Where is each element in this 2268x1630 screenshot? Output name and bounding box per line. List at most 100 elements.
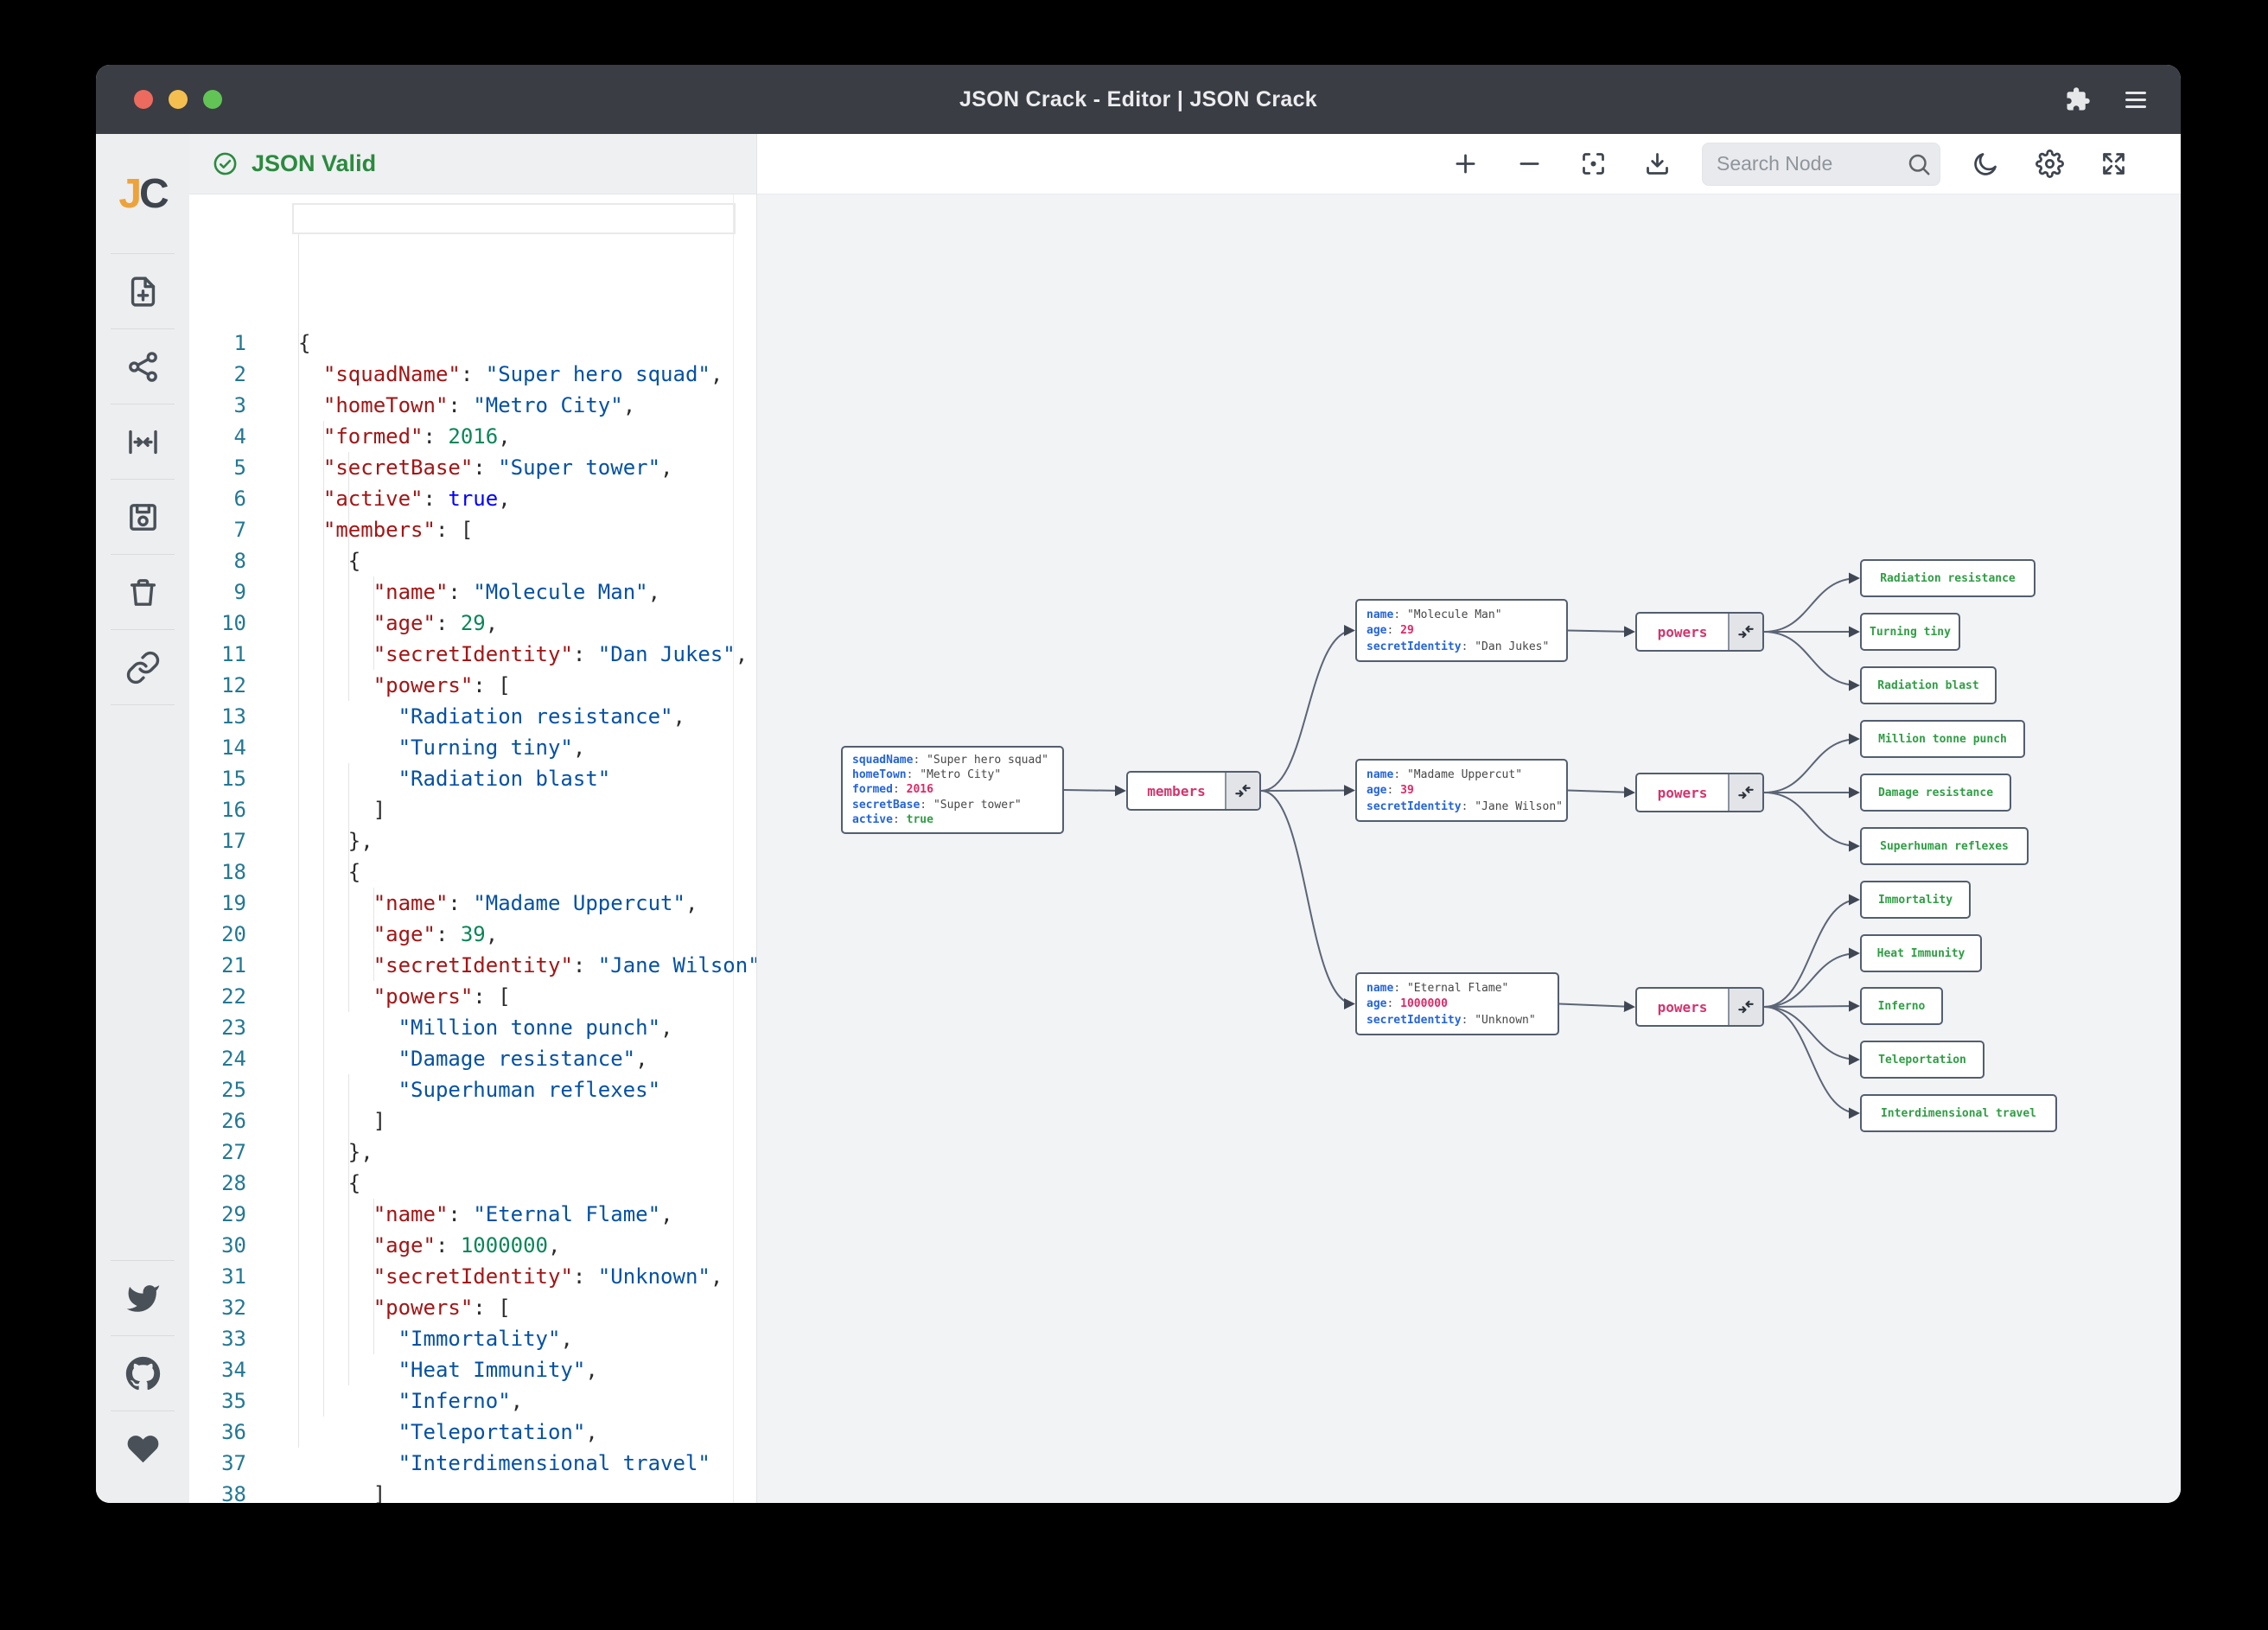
code-line: 5 "secretBase": "Super tower", xyxy=(189,452,756,483)
graph-node-p3[interactable]: powers xyxy=(1635,987,1764,1027)
line-number: 36 xyxy=(221,1420,246,1444)
graph-node-l2[interactable]: Turning tiny xyxy=(1860,613,1960,651)
line-number: 20 xyxy=(221,922,246,946)
indent-guide xyxy=(373,576,374,670)
logo-c: C xyxy=(139,170,169,217)
graph-node-l11[interactable]: Interdimensional travel xyxy=(1860,1094,2057,1132)
graph-node-p2[interactable]: powers xyxy=(1635,773,1764,812)
code-line: 17 }, xyxy=(189,825,756,856)
code-text: "secretIdentity": "Dan Jukes", xyxy=(373,642,749,666)
twitter-icon[interactable] xyxy=(96,1261,189,1335)
collapse-node-icon[interactable] xyxy=(1728,774,1762,811)
graph-node-l3[interactable]: Radiation blast xyxy=(1860,666,1997,704)
new-document-icon[interactable] xyxy=(96,254,189,328)
fullscreen-icon[interactable] xyxy=(2094,145,2132,183)
delete-json-icon[interactable] xyxy=(96,555,189,629)
code-text: { xyxy=(347,1171,361,1195)
node-label: powers xyxy=(1657,998,1708,1016)
code-text: { xyxy=(347,860,361,884)
code-line: 29 "name": "Eternal Flame", xyxy=(189,1199,756,1230)
node-property: secretIdentity: "Dan Jukes" xyxy=(1367,640,1550,653)
center-view-icon[interactable] xyxy=(96,404,189,479)
center-focus-icon[interactable] xyxy=(1574,145,1612,183)
close-button[interactable] xyxy=(134,90,153,109)
indent-guide xyxy=(373,888,374,981)
sidebar-divider xyxy=(111,1410,175,1411)
search-node-input[interactable] xyxy=(1702,142,1940,186)
indent-guide xyxy=(348,1074,349,1385)
download-icon[interactable] xyxy=(1638,145,1676,183)
search-icon[interactable] xyxy=(1906,151,1932,177)
node-property: secretIdentity: "Unknown" xyxy=(1367,1013,1536,1027)
line-number: 9 xyxy=(233,580,246,604)
code-line: 36 "Teleportation", xyxy=(189,1417,756,1448)
node-property: formed: 2016 xyxy=(852,783,933,797)
code-line: 27 }, xyxy=(189,1137,756,1168)
node-property: name: "Molecule Man" xyxy=(1367,608,1502,621)
settings-icon[interactable] xyxy=(2030,145,2068,183)
menu-icon[interactable] xyxy=(2125,91,2146,108)
code-line: 23 "Million tonne punch", xyxy=(189,1012,756,1043)
code-text: "Radiation blast" xyxy=(398,767,611,791)
node-label: powers xyxy=(1657,784,1708,801)
json-valid-label: JSON Valid xyxy=(252,150,377,176)
editor-scrollbar[interactable] xyxy=(733,194,734,1503)
json-code-editor[interactable]: 1{2 "squadName": "Super hero squad",3 "h… xyxy=(189,194,756,1503)
share-link-icon[interactable] xyxy=(96,630,189,704)
code-text: "powers": [ xyxy=(373,1296,511,1320)
line-number: 2 xyxy=(233,362,246,386)
line-number: 23 xyxy=(221,1016,246,1040)
graph-view-icon[interactable] xyxy=(96,329,189,404)
zoom-out-icon[interactable] xyxy=(1510,145,1548,183)
zoom-in-icon[interactable] xyxy=(1446,145,1484,183)
graph-node-l10[interactable]: Teleportation xyxy=(1860,1041,1984,1079)
graph-node-l1[interactable]: Radiation resistance xyxy=(1860,559,2035,597)
graph-node-p1[interactable]: powers xyxy=(1635,612,1764,652)
code-line: 4 "formed": 2016, xyxy=(189,421,756,452)
node-property: homeTown: "Metro City" xyxy=(852,768,1002,782)
code-text: }, xyxy=(347,1140,373,1164)
graph-node-l5[interactable]: Damage resistance xyxy=(1860,774,2011,812)
line-number: 28 xyxy=(221,1171,246,1195)
line-number: 31 xyxy=(221,1264,246,1289)
code-text: "secretIdentity": "Jane Wilson", xyxy=(373,953,756,977)
save-json-icon[interactable] xyxy=(96,480,189,554)
dark-mode-icon[interactable] xyxy=(1966,145,2004,183)
collapse-node-icon[interactable] xyxy=(1728,614,1762,650)
graph-node-l7[interactable]: Immortality xyxy=(1860,881,1971,919)
node-property: squadName: "Super hero squad" xyxy=(852,754,1048,767)
sidebar-divider xyxy=(111,704,175,705)
github-icon[interactable] xyxy=(96,1336,189,1410)
code-line: 33 "Immortality", xyxy=(189,1323,756,1354)
code-line: 20 "age": 39, xyxy=(189,919,756,950)
code-line: 24 "Damage resistance", xyxy=(189,1043,756,1074)
code-line: 6 "active": true, xyxy=(189,483,756,514)
line-number: 11 xyxy=(221,642,246,666)
code-line: 13 "Radiation resistance", xyxy=(189,701,756,732)
code-text: "Teleportation", xyxy=(398,1420,598,1444)
node-property: active: true xyxy=(852,812,933,826)
maximize-button[interactable] xyxy=(203,90,222,109)
line-number: 25 xyxy=(221,1078,246,1102)
graph-node-l8[interactable]: Heat Immunity xyxy=(1860,934,1982,972)
collapse-node-icon[interactable] xyxy=(1728,989,1762,1025)
sponsor-icon[interactable] xyxy=(96,1411,189,1486)
code-text: "active": true, xyxy=(322,487,511,511)
code-line: 1{ xyxy=(189,328,756,359)
graph-node-l4[interactable]: Million tonne punch xyxy=(1860,720,2025,758)
graph-node-members[interactable]: members xyxy=(1126,771,1261,811)
extensions-icon[interactable] xyxy=(2065,86,2091,112)
code-line: 8 { xyxy=(189,545,756,576)
graph-node-root[interactable]: squadName: "Super hero squad"homeTown: "… xyxy=(841,746,1064,834)
graph-node-l6[interactable]: Superhuman reflexes xyxy=(1860,827,2029,865)
node-property: secretBase: "Super tower" xyxy=(852,798,1022,812)
minimize-button[interactable] xyxy=(169,90,188,109)
line-number: 6 xyxy=(233,487,246,511)
collapse-node-icon[interactable] xyxy=(1225,773,1259,809)
code-line: 22 "powers": [ xyxy=(189,981,756,1012)
graph-node-l9[interactable]: Inferno xyxy=(1860,987,1943,1025)
